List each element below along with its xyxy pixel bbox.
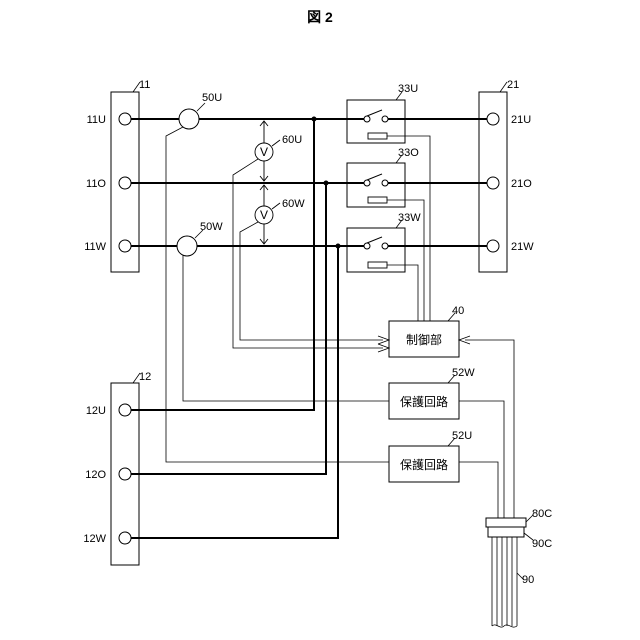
terminal-block-21: 21 21U 21O 21W [479, 79, 534, 272]
block-21-ref: 21 [507, 79, 519, 91]
protection-52U-ref: 52U [452, 430, 472, 442]
protection-52W-ref: 52W [452, 367, 475, 379]
cable-90 [492, 537, 524, 627]
switch-33U-label: 33U [398, 83, 418, 95]
voltmeter-60U-label: 60U [282, 134, 302, 146]
terminal-21O [487, 177, 499, 189]
controller-label: 制御部 [406, 332, 442, 347]
terminal-12W [119, 532, 131, 544]
terminal-12O [119, 468, 131, 480]
voltmeter-60W-label: 60W [282, 198, 305, 210]
controller-40: 40 制御部 [389, 305, 464, 357]
terminal-11U-label: 11U [87, 114, 106, 126]
figure-title: 図 2 [307, 9, 333, 25]
sensor-50U-label: 50U [202, 92, 222, 104]
terminal-11W-label: 11W [84, 241, 106, 253]
current-sensor-50W: 50W [177, 221, 223, 256]
connector-90C [488, 527, 524, 537]
switch-33W-label: 33W [398, 212, 421, 224]
terminal-21W-label: 21W [511, 241, 534, 253]
terminal-12O-label: 12O [85, 469, 106, 481]
terminal-11U [119, 113, 131, 125]
signal-lines [166, 127, 514, 518]
terminal-12U [119, 404, 131, 416]
block-11-ref: 11 [139, 79, 150, 91]
terminal-21U [487, 113, 499, 125]
protection-circuit-52U: 52U 保護回路 [389, 430, 472, 482]
cable-connector: 80C 90C [486, 508, 552, 550]
terminal-12W-label: 12W [83, 533, 106, 545]
switch-33O-label: 33O [398, 147, 419, 159]
terminal-11W [119, 240, 131, 252]
terminal-12U-label: 12U [86, 405, 106, 417]
voltmeter-60U-symbol: V [260, 145, 268, 159]
switch-33O: 33O [347, 147, 419, 207]
switch-33W: 33W [347, 212, 421, 272]
voltmeter-60W-symbol: V [260, 208, 268, 222]
current-sensor-50U: 50U [179, 92, 222, 129]
switch-33U: 33U [347, 83, 418, 143]
controller-ref: 40 [452, 305, 464, 317]
protection-52W-label: 保護回路 [400, 394, 448, 409]
connector-80C [486, 518, 526, 527]
cable-90-label: 90 [522, 574, 534, 586]
connector-80C-label: 80C [532, 508, 552, 520]
terminal-21W [487, 240, 499, 252]
terminal-11O-label: 11O [86, 178, 106, 190]
protection-circuit-52W: 52W 保護回路 [389, 367, 475, 419]
protection-52U-label: 保護回路 [400, 457, 448, 472]
sensor-50W-label: 50W [200, 221, 223, 233]
block-12-ref: 12 [139, 371, 151, 383]
terminal-21O-label: 21O [511, 178, 532, 190]
terminal-11O [119, 177, 131, 189]
terminal-block-12: 12 12U 12O 12W [83, 371, 151, 565]
terminal-21U-label: 21U [511, 114, 531, 126]
terminal-block-11: 11 11U 11O 11W [84, 79, 150, 272]
connector-90C-label: 90C [532, 538, 552, 550]
